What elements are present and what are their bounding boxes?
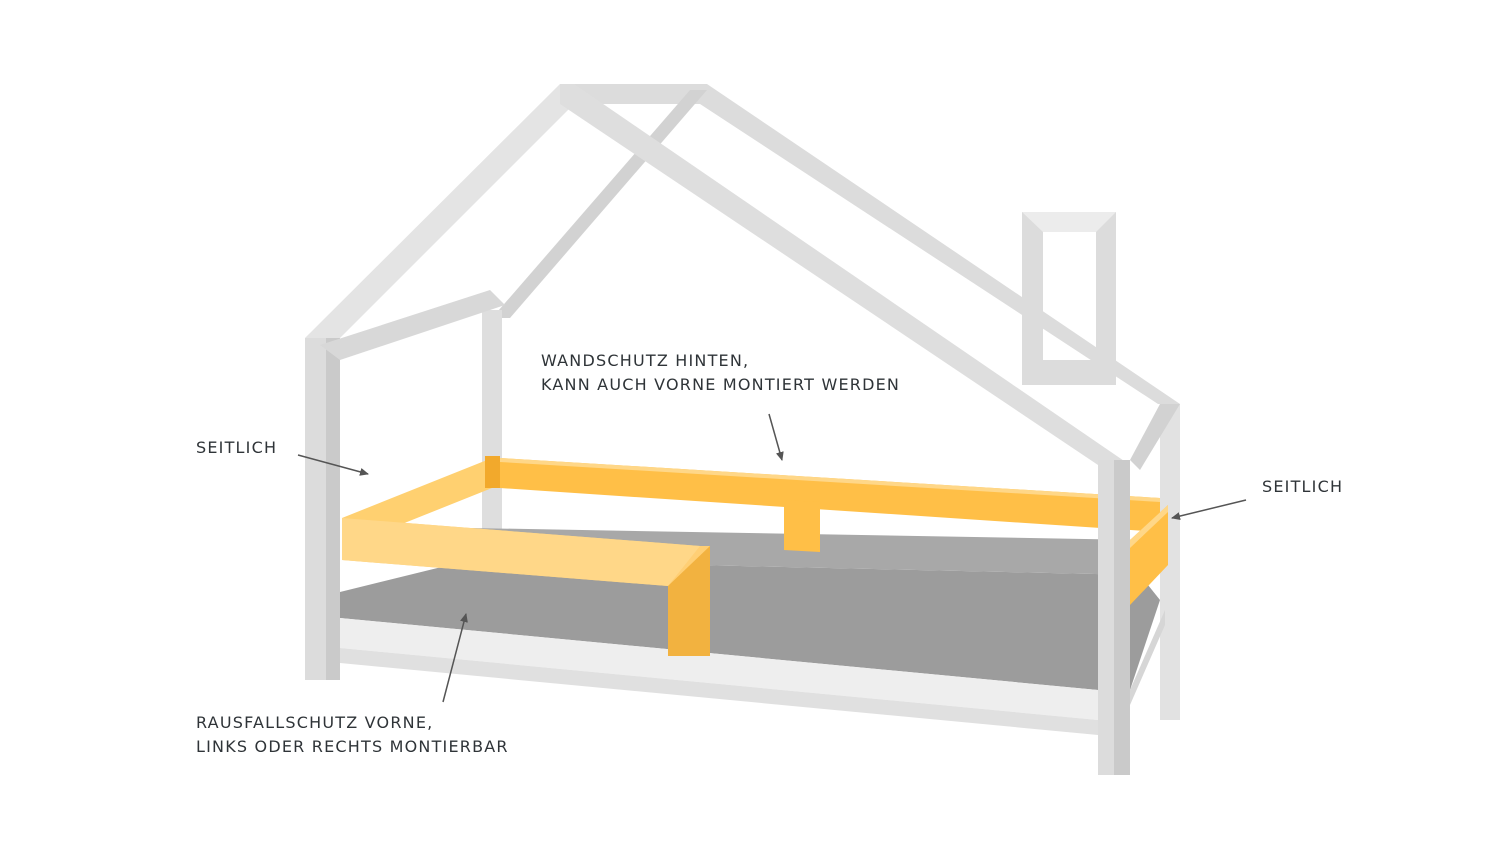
label-side-right: SEITLICH — [1262, 475, 1343, 499]
label-front-guard-line1: RAUSFALLSCHUTZ VORNE, — [196, 713, 434, 732]
arrow-side-left — [297, 454, 369, 476]
label-side-right-text: SEITLICH — [1262, 477, 1344, 496]
label-front-guard: RAUSFALLSCHUTZ VORNE, LINKS ODER RECHTS … — [196, 711, 509, 759]
back-left-post — [482, 310, 502, 535]
eave-left-beam — [320, 290, 505, 360]
arrow-front-guard — [442, 613, 468, 703]
side-guard-right — [1130, 505, 1168, 605]
arrow-side-right — [1171, 499, 1247, 520]
side-guard-left — [342, 456, 500, 536]
label-back-guard: WANDSCHUTZ HINTEN, KANN AUCH VORNE MONTI… — [541, 349, 900, 397]
label-back-guard-line1: WANDSCHUTZ HINTEN, — [541, 351, 750, 370]
label-side-left: SEITLICH — [196, 436, 277, 460]
front-frame — [305, 84, 1180, 775]
label-side-left-text: SEITLICH — [196, 438, 278, 457]
front-roof-right — [560, 84, 1130, 465]
arrow-back-guard — [768, 413, 784, 461]
back-roof-right — [560, 84, 1180, 404]
label-back-guard-line2: KANN AUCH VORNE MONTIERT WERDEN — [541, 375, 901, 394]
back-guard — [500, 458, 1160, 552]
chimney — [1022, 212, 1116, 385]
back-right-post — [1160, 404, 1180, 720]
front-roof-left — [305, 84, 574, 338]
annotation-arrows — [297, 413, 1247, 703]
label-front-guard-line2: LINKS ODER RECHTS MONTIERBAR — [196, 737, 509, 756]
front-guard — [342, 518, 710, 656]
